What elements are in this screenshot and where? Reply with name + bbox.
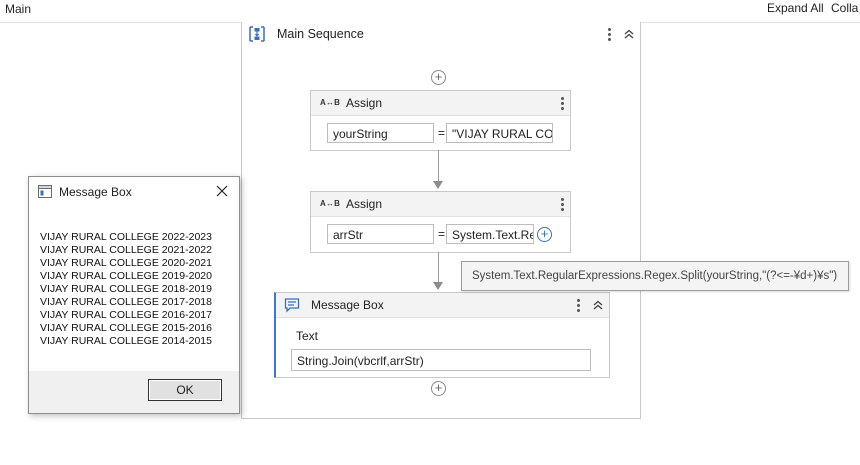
- designer-toolbar: Main Expand All Colla: [0, 0, 860, 23]
- equals-sign: =: [438, 126, 446, 140]
- dialog-title: Message Box: [59, 185, 132, 199]
- breadcrumb[interactable]: Main: [5, 2, 32, 16]
- message-line: VIJAY RURAL COLLEGE 2015-2016: [40, 322, 212, 334]
- assign-value-field[interactable]: System.Text.Re: [446, 224, 534, 244]
- assign-title: Assign: [346, 197, 383, 211]
- text-property-field[interactable]: String.Join(vbcrlf,arrStr): [291, 349, 591, 371]
- window-icon: [38, 185, 52, 201]
- assign-activity-2[interactable]: A↔B Assign arrStr = System.Text.Re +: [310, 191, 571, 253]
- message-box-menu-icon[interactable]: [575, 298, 581, 314]
- add-activity-bottom-icon[interactable]: +: [431, 381, 446, 396]
- assign-to-field[interactable]: arrStr: [327, 224, 434, 244]
- flow-arrow-icon: [433, 282, 443, 290]
- sequence-collapse-icon[interactable]: [623, 28, 635, 43]
- assign-icon: A↔B: [320, 199, 341, 208]
- sequence-title: Main Sequence: [277, 27, 364, 41]
- assign-activity-1[interactable]: A↔B Assign yourString = "VIJAY RURAL COL: [310, 90, 571, 151]
- text-property-label: Text: [296, 329, 319, 343]
- message-box-activity[interactable]: Message Box Text String.Join(vbcrlf,arrS…: [274, 292, 610, 378]
- message-line: VIJAY RURAL COLLEGE 2017-2018: [40, 296, 212, 308]
- sequence-header: Main Sequence: [242, 22, 640, 46]
- assign-to-field[interactable]: yourString: [327, 123, 434, 143]
- message-line: VIJAY RURAL COLLEGE 2020-2021: [40, 257, 212, 269]
- message-line: VIJAY RURAL COLLEGE 2016-2017: [40, 309, 212, 321]
- add-activity-top-icon[interactable]: +: [431, 70, 446, 85]
- assign-menu-icon[interactable]: [559, 96, 565, 112]
- assign-header: A↔B Assign: [311, 91, 570, 116]
- message-text: VIJAY RURAL COLLEGE 2022-2023 VIJAY RURA…: [40, 231, 212, 348]
- message-box-header: Message Box: [276, 293, 609, 318]
- message-box-collapse-icon[interactable]: [592, 299, 604, 314]
- flow-connector: [438, 252, 439, 282]
- dialog-body: VIJAY RURAL COLLEGE 2022-2023 VIJAY RURA…: [29, 207, 239, 371]
- sequence-menu-icon[interactable]: [606, 27, 612, 43]
- equals-sign: =: [438, 227, 446, 241]
- flow-connector: [438, 150, 439, 181]
- assign-value-field[interactable]: "VIJAY RURAL COL: [446, 123, 553, 143]
- expand-all-button[interactable]: Expand All: [767, 1, 824, 15]
- message-line: VIJAY RURAL COLLEGE 2018-2019: [40, 283, 212, 295]
- flow-arrow-icon: [433, 181, 443, 189]
- ok-button[interactable]: OK: [148, 379, 222, 401]
- assign-header: A↔B Assign: [311, 192, 570, 217]
- expression-editor-icon[interactable]: +: [537, 227, 552, 242]
- collapse-all-button[interactable]: Colla: [831, 1, 859, 15]
- close-icon[interactable]: [216, 185, 228, 200]
- assign-menu-icon[interactable]: [559, 197, 565, 213]
- assign-title: Assign: [346, 96, 383, 110]
- message-line: VIJAY RURAL COLLEGE 2019-2020: [40, 270, 212, 282]
- assign-icon: A↔B: [320, 98, 341, 107]
- message-box-title: Message Box: [311, 298, 384, 312]
- message-box-icon: [284, 297, 300, 316]
- dialog-title-bar[interactable]: Message Box: [29, 177, 239, 207]
- message-line: VIJAY RURAL COLLEGE 2021-2022: [40, 244, 212, 256]
- message-line: VIJAY RURAL COLLEGE 2022-2023: [40, 231, 212, 243]
- message-line: VIJAY RURAL COLLEGE 2014-2015: [40, 335, 212, 347]
- sequence-icon: [248, 25, 266, 46]
- message-box-dialog[interactable]: Message Box VIJAY RURAL COLLEGE 2022-202…: [28, 176, 240, 414]
- expression-tooltip: System.Text.RegularExpressions.Regex.Spl…: [461, 261, 849, 291]
